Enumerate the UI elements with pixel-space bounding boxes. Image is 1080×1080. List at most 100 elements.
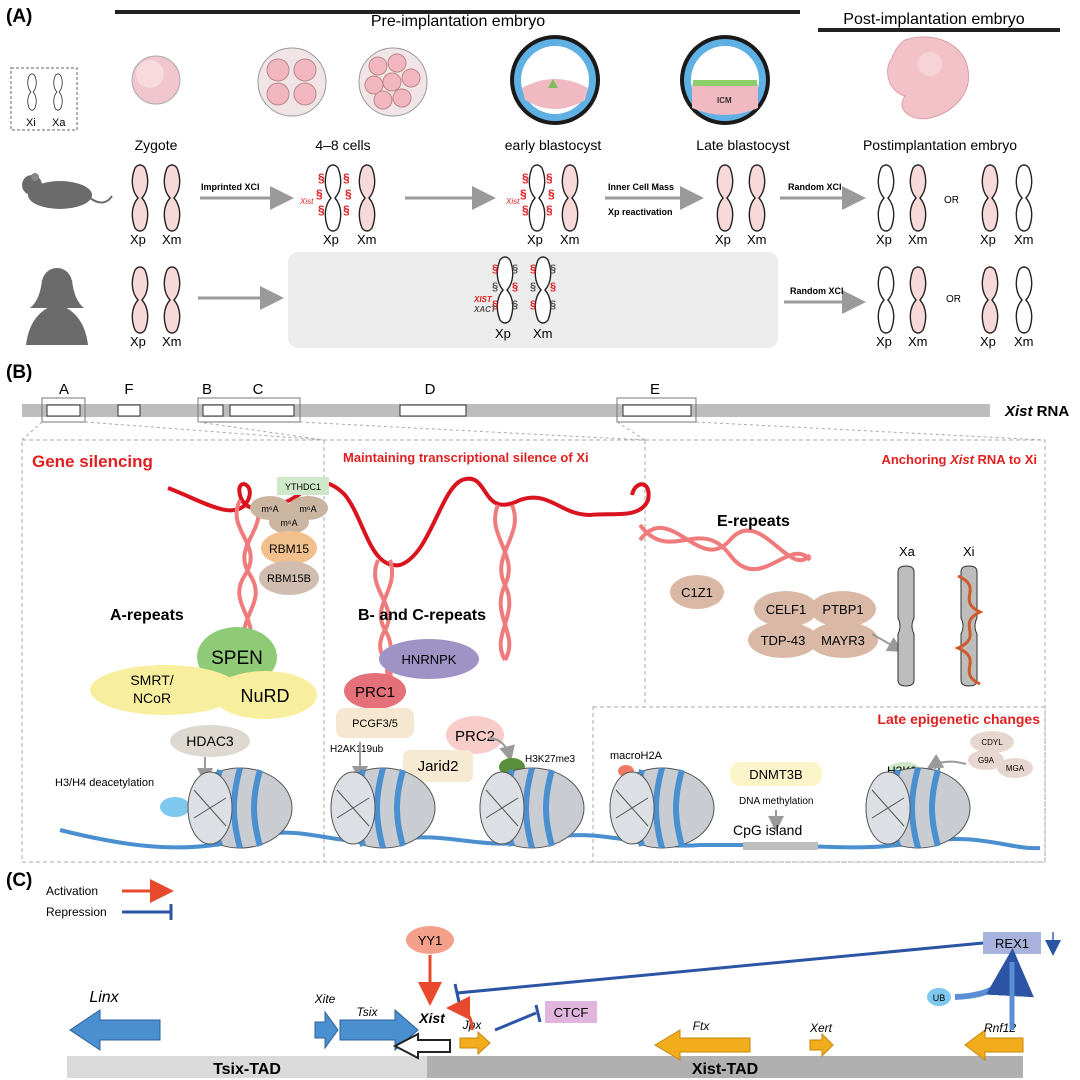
rex1-xist-cap: [453, 983, 461, 1003]
panel-b-label: (B): [6, 362, 32, 383]
svg-text:§: §: [546, 171, 553, 185]
tdp43-label: TDP-43: [761, 633, 806, 648]
a-repeats-title: A-repeats: [110, 607, 184, 624]
xi-label: Xi: [963, 544, 975, 559]
mouse-48-xp-label: Xp: [323, 232, 339, 247]
linx-gene-arrow: [69, 1009, 161, 1051]
repeat-d: D: [399, 381, 467, 417]
svg-text:§: §: [550, 299, 556, 311]
xist-label: Xist: [418, 1010, 446, 1026]
human-pre-xm-label: Xm: [533, 326, 553, 341]
xist-rna-label: Xist RNA: [1004, 403, 1069, 420]
anchoring-title: Anchoring Xist RNA to Xi: [881, 452, 1037, 467]
xa-chromosome: [897, 565, 915, 687]
human-post-xm-2: [1015, 266, 1033, 334]
mouse-eb-xm: [561, 164, 579, 232]
maintaining-title: Maintaining transcriptional silence of X…: [343, 450, 589, 465]
stage-zygote: Zygote: [135, 137, 178, 153]
mouse-post-xp-2-label: Xp: [980, 232, 996, 247]
svg-text:§: §: [345, 187, 352, 201]
nucleosome-4: [610, 768, 714, 848]
a-repeat-helix: [234, 499, 261, 652]
hdac3-label: HDAC3: [186, 733, 234, 749]
stage-postimplantation: Postimplantation embryo: [863, 137, 1017, 153]
xist-gene-arrow: [392, 1032, 451, 1060]
human-random-xci-label: Random XCI: [790, 286, 844, 296]
bc-repeats-title: B- and C-repeats: [358, 607, 486, 624]
mouse-lb-xp-label: Xp: [715, 232, 731, 247]
cdyl-label: CDYL: [981, 738, 1003, 747]
mga-label: MGA: [1006, 764, 1025, 773]
stage-4-8-cells: 4–8 cells: [315, 137, 370, 153]
spen-label: SPEN: [211, 648, 263, 669]
hdac3-blob: [170, 725, 250, 757]
rbm15b-blob: [259, 561, 319, 595]
c-repeat-helix: [493, 504, 517, 662]
tdp43-blob: [748, 622, 818, 658]
mouse-lb-xm-label: Xm: [747, 232, 767, 247]
nucleosome-5: [866, 768, 970, 848]
repression-legend-label: Repression: [46, 905, 107, 919]
deacetylation-label: H3/H4 deacetylation: [55, 777, 154, 789]
xa-label: Xa: [899, 544, 916, 559]
panel-a-label: (A): [6, 6, 32, 27]
ctcf-box: [545, 1001, 597, 1023]
chromosome-legend-box: [10, 67, 78, 131]
m6a-cluster: m⁶A m⁶A m⁶A: [250, 496, 328, 534]
human-post-xp-2: [981, 266, 999, 334]
repeat-a: A: [41, 381, 86, 423]
svg-text:§: §: [512, 263, 518, 275]
pcgf-box: [336, 708, 414, 738]
mouse-48-xm: [358, 164, 376, 232]
svg-text:§: §: [316, 187, 323, 201]
rbm15-blob: [261, 531, 317, 565]
human-post-xp-1-label: Xp: [876, 334, 892, 349]
repeat-b-c-box: [197, 397, 301, 423]
dna-methylation-label: DNA methylation: [739, 796, 813, 807]
mouse-post-xm-2-label: Xm: [1014, 232, 1034, 247]
macroh2a-label: macroH2A: [610, 750, 663, 762]
human-post-xp-2-label: Xp: [980, 334, 996, 349]
ptbp1-blob: [810, 591, 876, 627]
svg-text:§: §: [492, 263, 498, 275]
xist-tad-label: Xist-TAD: [692, 1061, 758, 1078]
linx-label: Linx: [89, 989, 119, 1006]
zygote-icon: [131, 55, 181, 105]
xist-rna-strand: [167, 476, 651, 568]
repeat-c: C: [229, 381, 295, 417]
ftx-label: Ftx: [693, 1019, 711, 1033]
human-pre-xp-label: Xp: [495, 326, 511, 341]
human-preimplantation-box: [288, 252, 778, 348]
svg-text:§: §: [548, 187, 555, 201]
celf1-blob: [754, 591, 818, 627]
tsix-tad-bar: [67, 1056, 427, 1078]
e-to-xi-arrow: [871, 633, 904, 652]
xi-coating-rna: [954, 574, 984, 686]
human-post-xm-2-label: Xm: [1014, 334, 1034, 349]
repeat-e: E: [616, 381, 697, 423]
cpg-island-label: CpG island: [733, 822, 802, 838]
mouse-eb-xist-marks: §§ §§ §§: [520, 171, 555, 217]
svg-text:§: §: [492, 281, 498, 293]
svg-text:C: C: [253, 381, 264, 398]
xite-gene-arrow: [314, 1010, 339, 1050]
g9a-blob: [968, 750, 1004, 770]
rbm15-label: RBM15: [269, 542, 309, 556]
legend-xi: Xi: [26, 117, 36, 129]
ub-rex1-arrow: [954, 948, 1034, 1000]
hnrnpk-blob: [379, 639, 479, 679]
gene-silencing-title: Gene silencing: [32, 452, 153, 471]
mouse-eb-xp: [528, 164, 546, 232]
prc1-blob: [344, 673, 406, 709]
h3k9-arrow: [926, 753, 967, 770]
ub-label: UB: [933, 993, 946, 1003]
human-zygote-xm: [163, 266, 181, 334]
jpx-ctcf-repression: [494, 1011, 537, 1032]
svg-text:F: F: [124, 381, 133, 398]
inner-cell-mass-label: Inner Cell Mass: [608, 182, 674, 192]
mouse-zygote-xm: [163, 164, 181, 232]
mayr3-label: MAYR3: [821, 633, 865, 648]
pre-implantation-title: Pre-implantation embryo: [371, 13, 545, 30]
nurd-blob: [213, 671, 317, 719]
repeat-f: F: [117, 381, 141, 417]
